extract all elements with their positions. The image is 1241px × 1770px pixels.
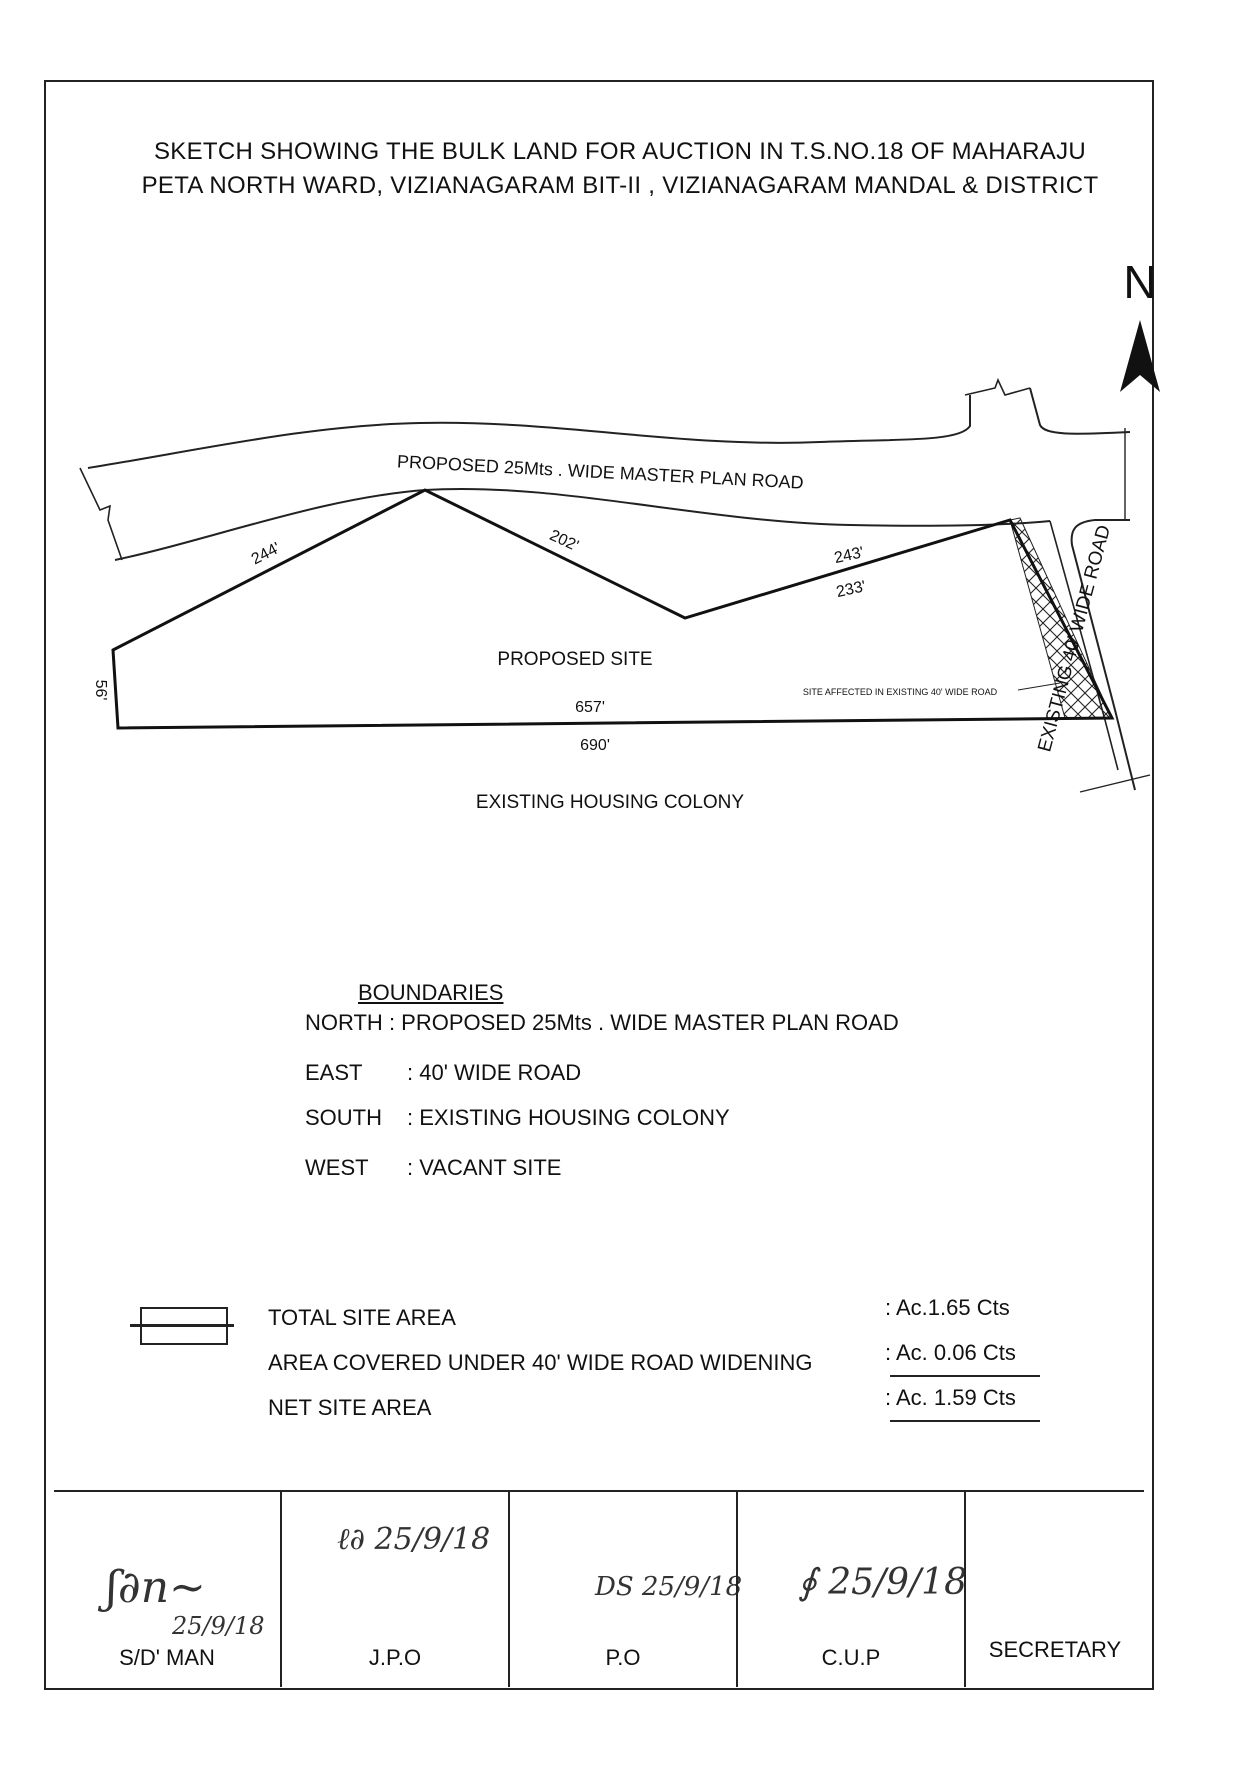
boundary-east: EAST : 40' WIDE ROAD	[305, 1060, 581, 1086]
boundary-north: NORTH : PROPOSED 25Mts . WIDE MASTER PLA…	[305, 1010, 899, 1036]
signature-po: DS 25/9/18	[595, 1572, 743, 1602]
label-jpo: J.P.O	[368, 1645, 422, 1670]
sig-cell-cup: ∮ 25/9/18 C.U.P	[736, 1492, 967, 1687]
boundary-north-val: : PROPOSED 25Mts . WIDE MASTER PLAN ROAD	[388, 1010, 899, 1035]
sig-cell-po: DS 25/9/18 P.O	[508, 1492, 742, 1687]
signature-cup: ∮ 25/9/18	[798, 1562, 967, 1603]
legend-line	[130, 1324, 234, 1327]
boundary-north-key: NORTH	[305, 1010, 383, 1035]
boundary-south: SOUTH : EXISTING HOUSING COLONY	[305, 1105, 730, 1131]
road-break-left	[79, 467, 123, 561]
net-area-value: : Ac. 1.59 Cts	[885, 1385, 1016, 1410]
dim-243: 243'	[833, 544, 866, 567]
signature-table: ʃ∂n~ 25/9/18 S/D' MAN ℓ∂ 25/9/18 J.P.O D…	[54, 1490, 1144, 1687]
sig-cell-secretary: SECRETARY	[964, 1492, 1144, 1687]
area-rule-1	[890, 1375, 1040, 1377]
signature-sdman: ʃ∂n~	[106, 1562, 206, 1613]
total-area-label: TOTAL SITE AREA	[268, 1305, 456, 1330]
dim-690: 690'	[580, 737, 610, 754]
affected-leader	[1017, 682, 1061, 691]
title-line-1: SKETCH SHOWING THE BULK LAND FOR AUCTION…	[153, 138, 1087, 165]
boundary-east-key: EAST	[305, 1060, 363, 1085]
sig-cell-jpo: ℓ∂ 25/9/18 J.P.O	[280, 1492, 508, 1687]
boundary-south-key: SOUTH	[305, 1105, 382, 1130]
boundary-south-val: : EXISTING HOUSING COLONY	[407, 1105, 730, 1130]
dim-233: 233'	[835, 578, 868, 601]
area-rule-2	[890, 1420, 1040, 1422]
road-east-inner	[1049, 520, 1119, 771]
dim-657: 657'	[575, 699, 605, 716]
road-north-edge	[87, 395, 971, 469]
road-east-edge	[1070, 519, 1136, 791]
boundary-east-val: : 40' WIDE ROAD	[407, 1060, 582, 1085]
label-secretary: SECRETARY	[988, 1637, 1122, 1662]
dim-202: 202'	[547, 527, 581, 555]
title-line-2: PETA NORTH WARD, VIZIANAGARAM BIT-II , V…	[141, 172, 1099, 199]
boundary-west-val: : VACANT SITE	[407, 1155, 562, 1180]
affected-note: SITE AFFECTED IN EXISTING 40' WIDE ROAD	[803, 687, 998, 697]
site-label: PROPOSED SITE	[497, 649, 652, 670]
north-arrow-icon	[1120, 320, 1160, 392]
dim-56: 56'	[92, 680, 109, 701]
label-sdman: S/D' MAN	[119, 1645, 215, 1670]
signature-jpo: ℓ∂ 25/9/18	[337, 1522, 491, 1557]
south-label: EXISTING HOUSING COLONY	[476, 792, 744, 813]
road-break-top	[964, 377, 1031, 396]
label-po: P.O	[605, 1645, 641, 1670]
road-break-bottom	[1079, 774, 1151, 793]
sketch-title: SKETCH SHOWING THE BULK LAND FOR AUCTION…	[110, 135, 1130, 203]
total-area-value: : Ac.1.65 Cts	[885, 1295, 1010, 1320]
boundary-west-key: WEST	[305, 1155, 369, 1180]
covered-area-label: AREA COVERED UNDER 40' WIDE ROAD WIDENIN…	[268, 1350, 813, 1375]
boundary-west: WEST : VACANT SITE	[305, 1155, 561, 1181]
north-letter: N	[1123, 256, 1156, 308]
net-area-label: NET SITE AREA	[268, 1395, 432, 1420]
boundaries-heading: BOUNDARIES	[358, 980, 504, 1005]
drawing-frame	[44, 80, 1154, 1690]
road-corner-ne	[1029, 387, 1131, 435]
sig-cell-sdman: ʃ∂n~ 25/9/18 S/D' MAN	[54, 1492, 280, 1687]
site-boundary	[111, 488, 1115, 730]
road-north-label: PROPOSED 25Mts . WIDE MASTER PLAN ROAD	[397, 451, 805, 492]
signature-sdman-date: 25/9/18	[172, 1612, 265, 1640]
covered-area-value: : Ac. 0.06 Cts	[885, 1340, 1016, 1365]
label-cup: C.U.P	[821, 1645, 881, 1670]
road-south-edge	[114, 487, 1051, 561]
